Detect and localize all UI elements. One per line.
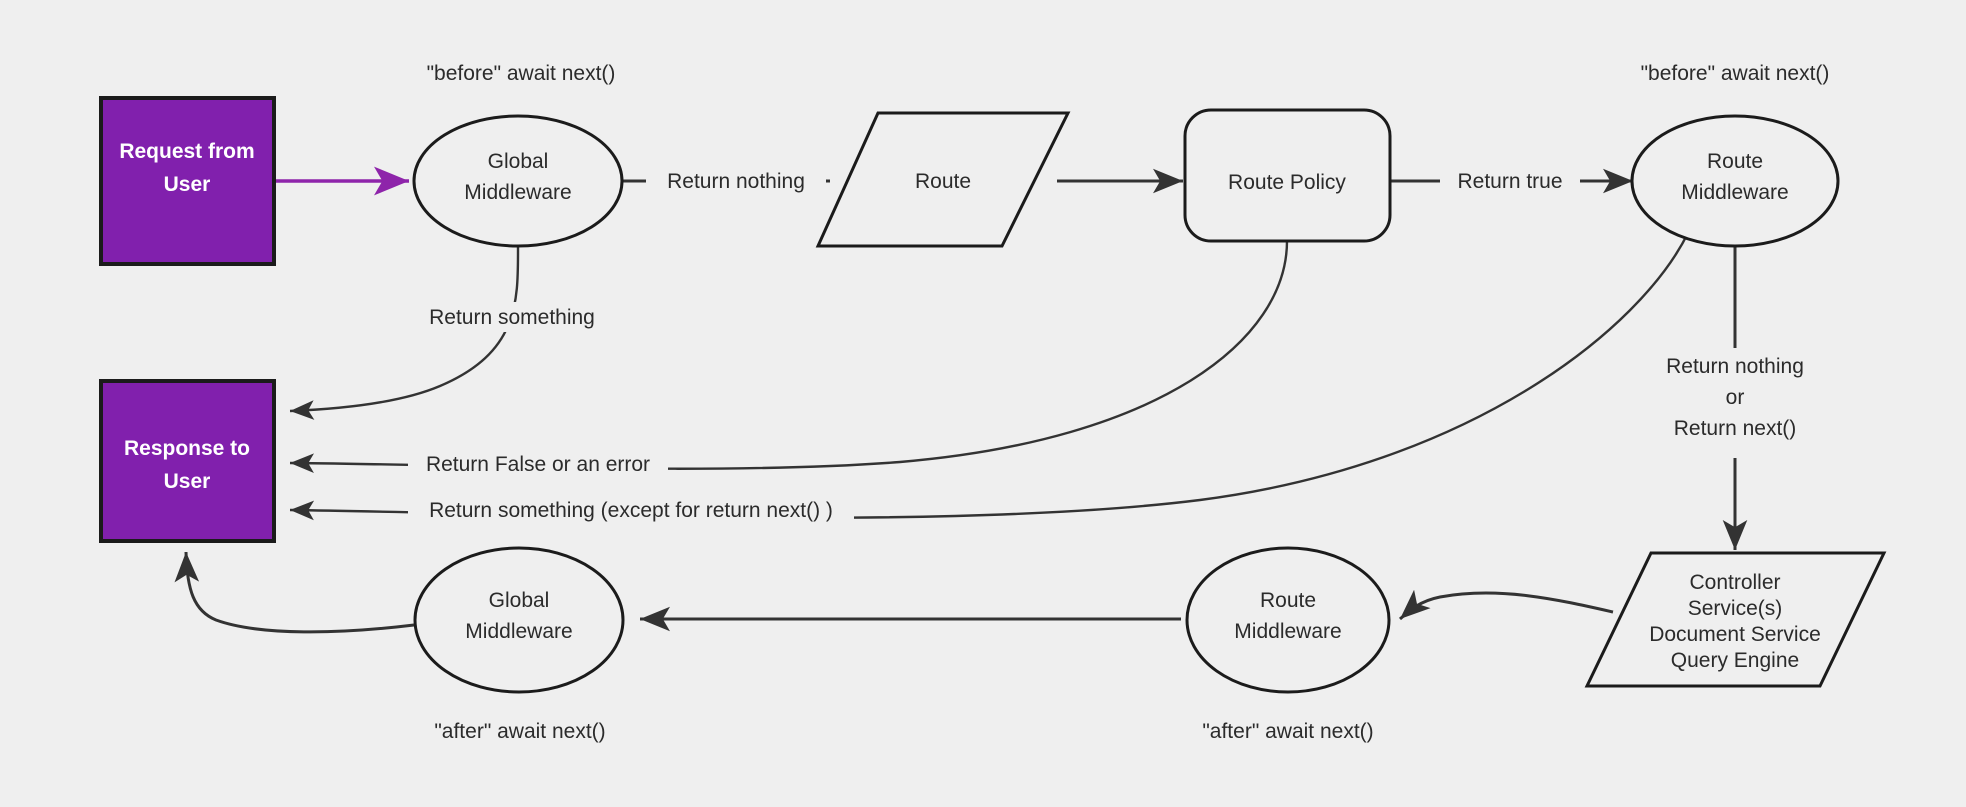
node-global-middleware-before[interactable]: Global Middleware	[412, 114, 624, 248]
annotation-after-global: "after" await next()	[434, 720, 605, 743]
edge-label-return-nothing-or-next: Return nothing or Return next()	[1648, 348, 1826, 458]
svg-text:Return nothing: Return nothing	[667, 170, 805, 193]
edge-label-return-something-except: Return something (except for return next…	[408, 495, 854, 525]
annotation-before-global: "before" await next()	[427, 62, 616, 85]
svg-text:Return something: Return something	[429, 306, 595, 329]
controller-line-4: Query Engine	[1671, 649, 1799, 672]
route-middleware-after-line-2: Middleware	[1234, 620, 1341, 643]
controller-line-2: Service(s)	[1688, 597, 1783, 620]
edge-global-after-to-response	[174, 551, 415, 634]
svg-text:Return something (except for r: Return something (except for return next…	[429, 499, 833, 522]
global-middleware-after-line-2: Middleware	[465, 620, 572, 643]
controller-line-1: Controller	[1689, 571, 1780, 594]
annotation-before-route-middleware: "before" await next()	[1641, 62, 1830, 85]
svg-text:Return next(): Return next()	[1674, 417, 1797, 440]
annotation-after-route-middleware: "after" await next()	[1202, 720, 1373, 743]
node-route[interactable]: Route	[815, 111, 1071, 248]
svg-text:"before" await next(): "before" await next()	[427, 62, 616, 85]
global-middleware-after-line-1: Global	[489, 589, 550, 612]
svg-text:Return False or an error: Return False or an error	[426, 453, 650, 476]
response-to-user-line-1: Response to	[124, 437, 250, 460]
edge-label-return-true: Return true	[1440, 167, 1580, 195]
node-route-middleware-after[interactable]: Route Middleware	[1185, 546, 1391, 694]
route-policy-label: Route Policy	[1228, 171, 1346, 194]
route-label: Route	[915, 170, 971, 193]
response-to-user-line-2: User	[164, 470, 211, 493]
node-route-policy[interactable]: Route Policy	[1183, 108, 1392, 243]
edge-controller-to-route-middleware-after	[1398, 589, 1614, 621]
svg-text:Return nothing: Return nothing	[1666, 355, 1804, 378]
edge-label-return-false-or-error: Return False or an error	[408, 449, 668, 479]
svg-text:"before" await next(): "before" await next()	[1641, 62, 1830, 85]
node-response-to-user[interactable]: Response to User	[99, 379, 276, 543]
node-request-from-user[interactable]: Request from User	[99, 96, 276, 266]
node-route-middleware-before[interactable]: Route Middleware	[1630, 114, 1840, 248]
node-global-middleware-after[interactable]: Global Middleware	[413, 546, 625, 694]
edge-label-return-something: Return something	[412, 302, 612, 332]
edge-label-return-nothing: Return nothing	[646, 167, 826, 195]
route-middleware-after-line-1: Route	[1260, 589, 1316, 612]
svg-text:"after" await next(): "after" await next()	[1202, 720, 1373, 743]
svg-text:"after" await next(): "after" await next()	[434, 720, 605, 743]
controller-line-3: Document Service	[1649, 623, 1821, 646]
route-middleware-before-line-2: Middleware	[1681, 181, 1788, 204]
node-controller-services[interactable]: Controller Service(s) Document Service Q…	[1584, 551, 1887, 688]
request-from-user-line-2: User	[164, 173, 211, 196]
request-from-user-line-1: Request from	[119, 140, 254, 163]
global-middleware-before-line-1: Global	[488, 150, 549, 173]
edge-policy-to-response	[289, 240, 1289, 473]
global-middleware-before-line-2: Middleware	[464, 181, 571, 204]
route-middleware-before-line-1: Route	[1707, 150, 1763, 173]
edge-global-to-response	[289, 245, 520, 420]
svg-text:Return true: Return true	[1457, 170, 1562, 193]
svg-text:or: or	[1726, 386, 1745, 409]
